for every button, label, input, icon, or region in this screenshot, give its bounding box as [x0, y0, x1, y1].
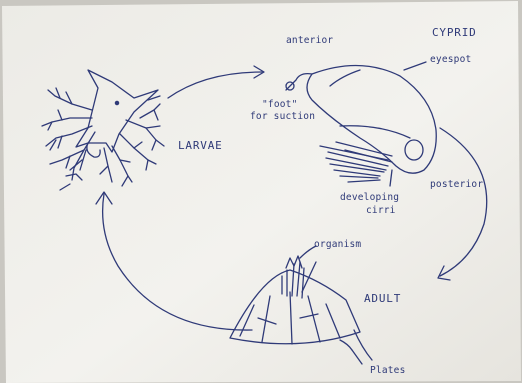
adult-drawing [230, 256, 372, 360]
larva-drawing [42, 70, 164, 190]
label-anterior: anterior [286, 36, 333, 46]
arrow-adult-to-larvae [103, 194, 252, 330]
label-leader-lines [300, 246, 362, 364]
label-foot-line2: for suction [250, 112, 315, 122]
label-organism: organism [314, 240, 361, 250]
cyprid-drawing [286, 62, 436, 186]
stage-label-adult: ADULT [364, 293, 401, 304]
label-posterior: posterior [430, 180, 483, 190]
label-foot-line1: "foot" [262, 100, 298, 110]
stage-label-larvae: LARVAE [178, 140, 223, 151]
label-eyespot: eyespot [430, 55, 471, 65]
arrow-cyprid-to-adult [440, 128, 487, 276]
label-cirri: cirri [366, 206, 396, 216]
stage-label-cyprid: CYPRID [432, 27, 477, 38]
label-plates: Plates [370, 366, 406, 376]
arrow-larvae-to-cyprid [168, 72, 262, 98]
label-developing: developing [340, 193, 399, 203]
